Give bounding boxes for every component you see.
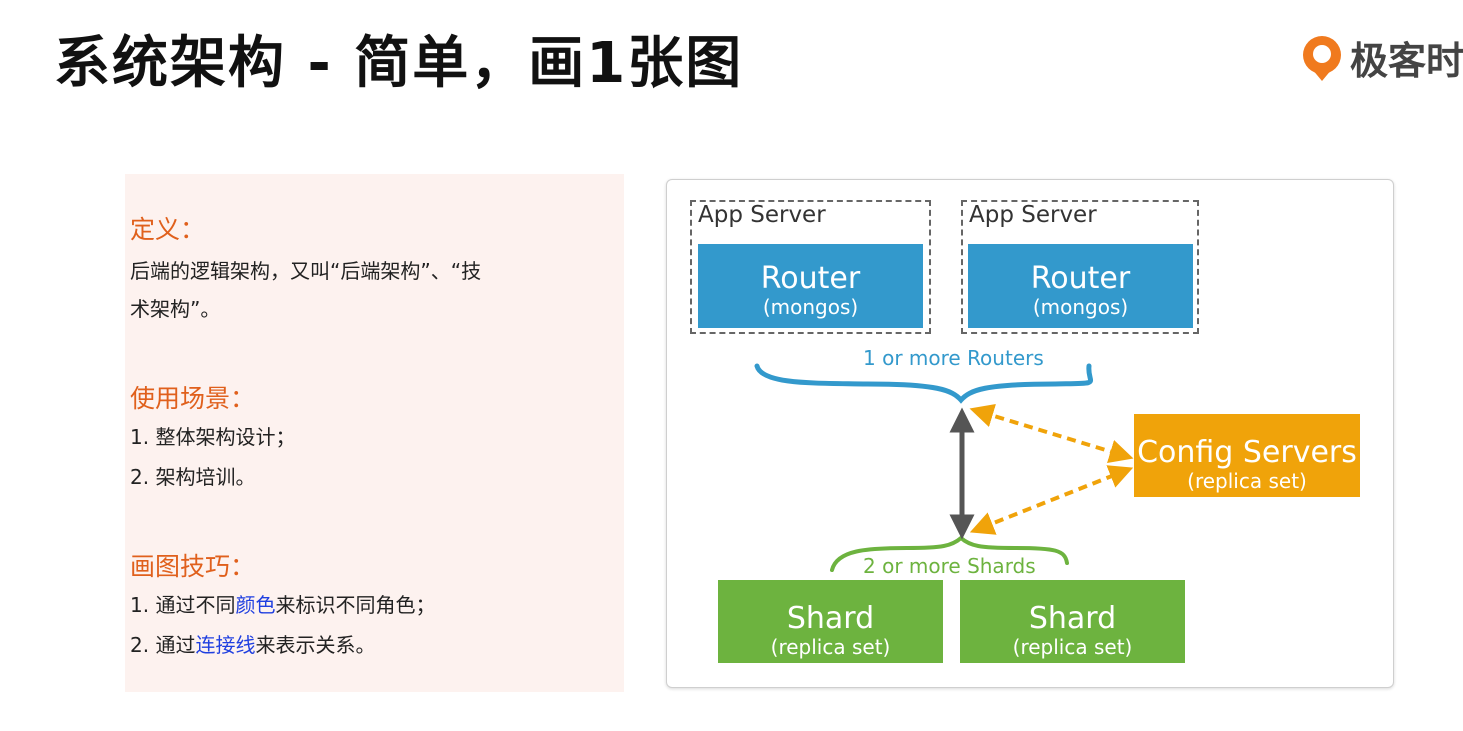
tip-item-2: 2. 通过连接线来表示关系。 — [130, 626, 610, 664]
shard-1-subtitle: (replica set) — [770, 635, 891, 659]
router-config-arrow — [969, 404, 1134, 463]
usage-title: 使用场景： — [130, 384, 256, 413]
tip-1-suffix: 来标识不同角色； — [275, 593, 436, 617]
config-servers: Config Servers (replica set) — [1134, 414, 1360, 497]
tip-2-highlight: 连接线 — [195, 633, 256, 657]
tip-item-1: 1. 通过不同颜色来标识不同角色； — [130, 586, 610, 624]
routers-caption: 1 or more Routers — [863, 346, 1044, 370]
router-1-subtitle: (mongos) — [762, 295, 859, 319]
definition-title: 定义： — [130, 215, 206, 244]
app-server-2-label: App Server — [969, 202, 1097, 228]
usage-item-2: 2. 架构培训。 — [130, 465, 256, 489]
shard-2: Shard (replica set) — [960, 580, 1185, 663]
shard-2-subtitle: (replica set) — [1012, 635, 1133, 659]
tip-2-prefix: 2. 通过 — [130, 633, 196, 657]
definition-line-1: 后端的逻辑架构，又叫“后端架构”、“技 — [130, 259, 482, 283]
router-2: Router (mongos) — [968, 244, 1193, 328]
app-server-2: App Server — [961, 200, 1199, 334]
tips-title: 画图技巧： — [130, 552, 256, 581]
shard-2-title: Shard — [1028, 601, 1117, 636]
shard-1-title: Shard — [786, 601, 875, 636]
routers-brace — [754, 363, 1094, 404]
app-server-1: App Server — [690, 200, 931, 334]
router-2-subtitle: (mongos) — [1032, 295, 1129, 319]
brand-name: 极客时 — [1350, 39, 1463, 83]
diagram-connectors — [754, 363, 1134, 572]
architecture-diagram: App Server Router (mongos) App Server Ro… — [666, 179, 1394, 688]
config-servers-title: Config Servers — [1137, 435, 1357, 470]
shards-caption: 2 or more Shards — [863, 554, 1036, 578]
geektime-logo-icon — [1303, 35, 1341, 81]
tip-2-suffix: 来表示关系。 — [255, 633, 376, 657]
slide-title: 系统架构 - 简单，画1张图 — [54, 31, 744, 96]
shard-config-arrow — [969, 465, 1134, 535]
usage-item-1: 1. 整体架构设计； — [130, 425, 296, 449]
router-1-title: Router — [760, 261, 861, 296]
tip-1-highlight: 颜色 — [235, 593, 276, 617]
shard-1: Shard (replica set) — [718, 580, 943, 663]
definition-line-2: 术架构”。 — [130, 297, 221, 321]
config-servers-subtitle: (replica set) — [1187, 469, 1307, 493]
app-server-1-label: App Server — [698, 202, 826, 228]
brand-logo: 极客时 — [1300, 30, 1463, 85]
router-1: Router (mongos) — [698, 244, 923, 328]
router-2-title: Router — [1030, 261, 1131, 296]
tip-1-prefix: 1. 通过不同 — [130, 593, 236, 617]
description-panel: 定义： 后端的逻辑架构，又叫“后端架构”、“技 术架构”。 使用场景： 1. 整… — [125, 174, 624, 692]
